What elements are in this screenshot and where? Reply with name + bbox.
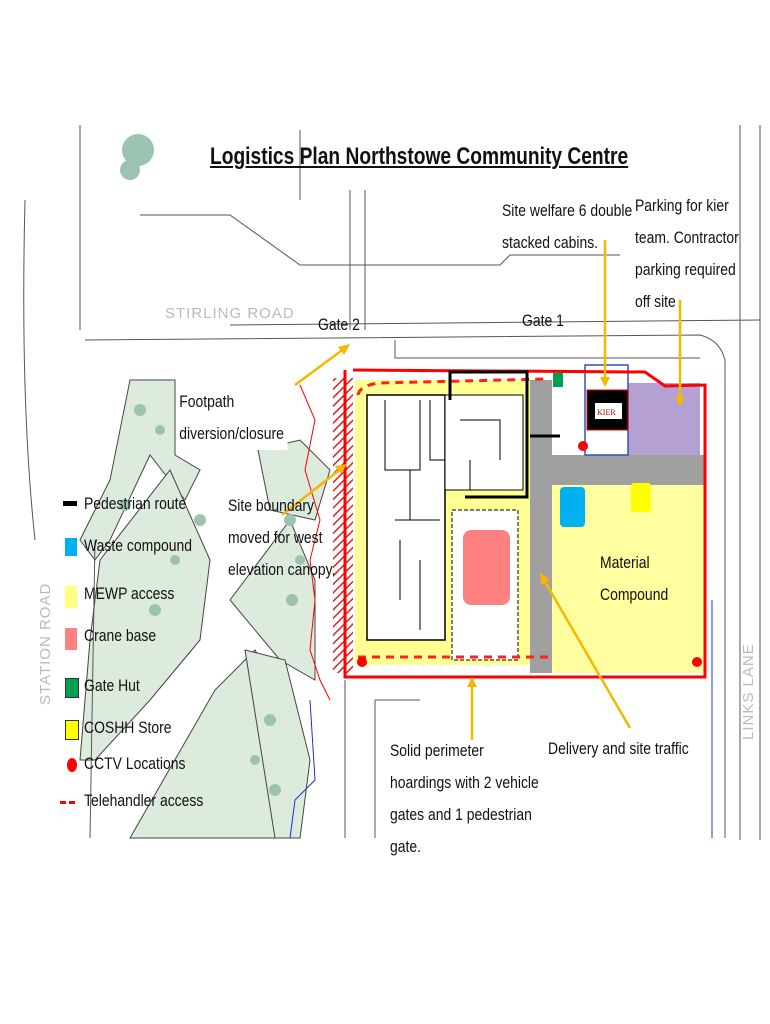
material-compound-label: Material Compound: [600, 553, 669, 604]
road-outlines: [23, 125, 761, 840]
site-road-strip: [552, 455, 705, 485]
legend-swatch-dash: [60, 801, 76, 804]
telehandler-access: [356, 377, 550, 659]
coshh-store: [631, 483, 651, 512]
delivery-note: Delivery and site traffic: [548, 739, 689, 758]
legend-swatch: [65, 678, 79, 698]
road-label-links: LINKS LANE: [740, 643, 757, 740]
legend-label: CCTV Locations: [84, 754, 186, 773]
legend-swatch-dot: [67, 758, 77, 772]
boundary-note: Site boundary moved for west elevation c…: [228, 496, 336, 579]
legend-gate-hut: Gate Hut: [58, 672, 258, 702]
park-areas: [79, 379, 331, 839]
legend-label: Pedestrian route: [84, 494, 187, 513]
legend-pedestrian-route: Pedestrian route: [58, 490, 258, 520]
legend-mewp-access: MEWP access: [58, 580, 258, 610]
legend-label: Waste compound: [84, 536, 192, 555]
kier-logo: KIER: [597, 408, 616, 417]
waste-compound: [560, 487, 585, 527]
footpath-note: Footpath diversion/closure: [176, 386, 288, 450]
building-interior: [384, 400, 501, 630]
perimeter-note: Solid perimeter hoardings with 2 vehicle…: [390, 741, 539, 856]
legend-waste-compound: Waste compound: [58, 532, 258, 562]
crane-base: [463, 530, 510, 605]
annotation-arrows: [281, 240, 685, 740]
legend-label: Crane base: [84, 626, 157, 645]
legend-swatch: [65, 628, 77, 650]
pedestrian-route: [448, 370, 560, 499]
legend-label: Telehandler access: [84, 791, 204, 810]
cctv-location: [578, 441, 588, 451]
welfare-note: Site welfare 6 double stacked cabins.: [502, 201, 633, 252]
legend-coshh-store: COSHH Store: [58, 714, 258, 744]
secondary-boundary: [299, 384, 331, 701]
legend-telehandler: Telehandler access: [58, 787, 258, 817]
kier-logo-plate: [595, 403, 622, 419]
legend-crane-base: Crane base: [58, 622, 258, 652]
page-title: Logistics Plan Northstowe Community Cent…: [210, 143, 629, 170]
legend-label: Gate Hut: [84, 676, 140, 695]
legend-swatch: [65, 720, 79, 740]
trees: [119, 134, 305, 796]
gate-2-label: Gate 2: [318, 315, 360, 334]
legend-swatch: [65, 586, 77, 608]
cctv-location: [357, 657, 367, 667]
blue-boundary: [289, 600, 713, 839]
road-label-stirling: STIRLING ROAD: [165, 305, 295, 322]
legend-cctv: CCTV Locations: [58, 750, 258, 780]
site-boundary: [343, 368, 707, 679]
legend-label: MEWP access: [84, 584, 175, 603]
site-road: [530, 380, 552, 673]
legend-swatch: [65, 538, 77, 556]
parking-note: Parking for kier team. Contractor parkin…: [635, 196, 739, 311]
gate-hut: [553, 373, 563, 387]
cctv-location: [692, 657, 702, 667]
legend-label: COSHH Store: [84, 718, 172, 737]
building-footprint: [366, 394, 446, 641]
gate-1-label: Gate 1: [522, 311, 564, 330]
parking-area: [628, 383, 700, 455]
building-east: [444, 394, 524, 491]
canopy-zone: [333, 378, 353, 673]
legend-swatch-line: [63, 501, 77, 506]
